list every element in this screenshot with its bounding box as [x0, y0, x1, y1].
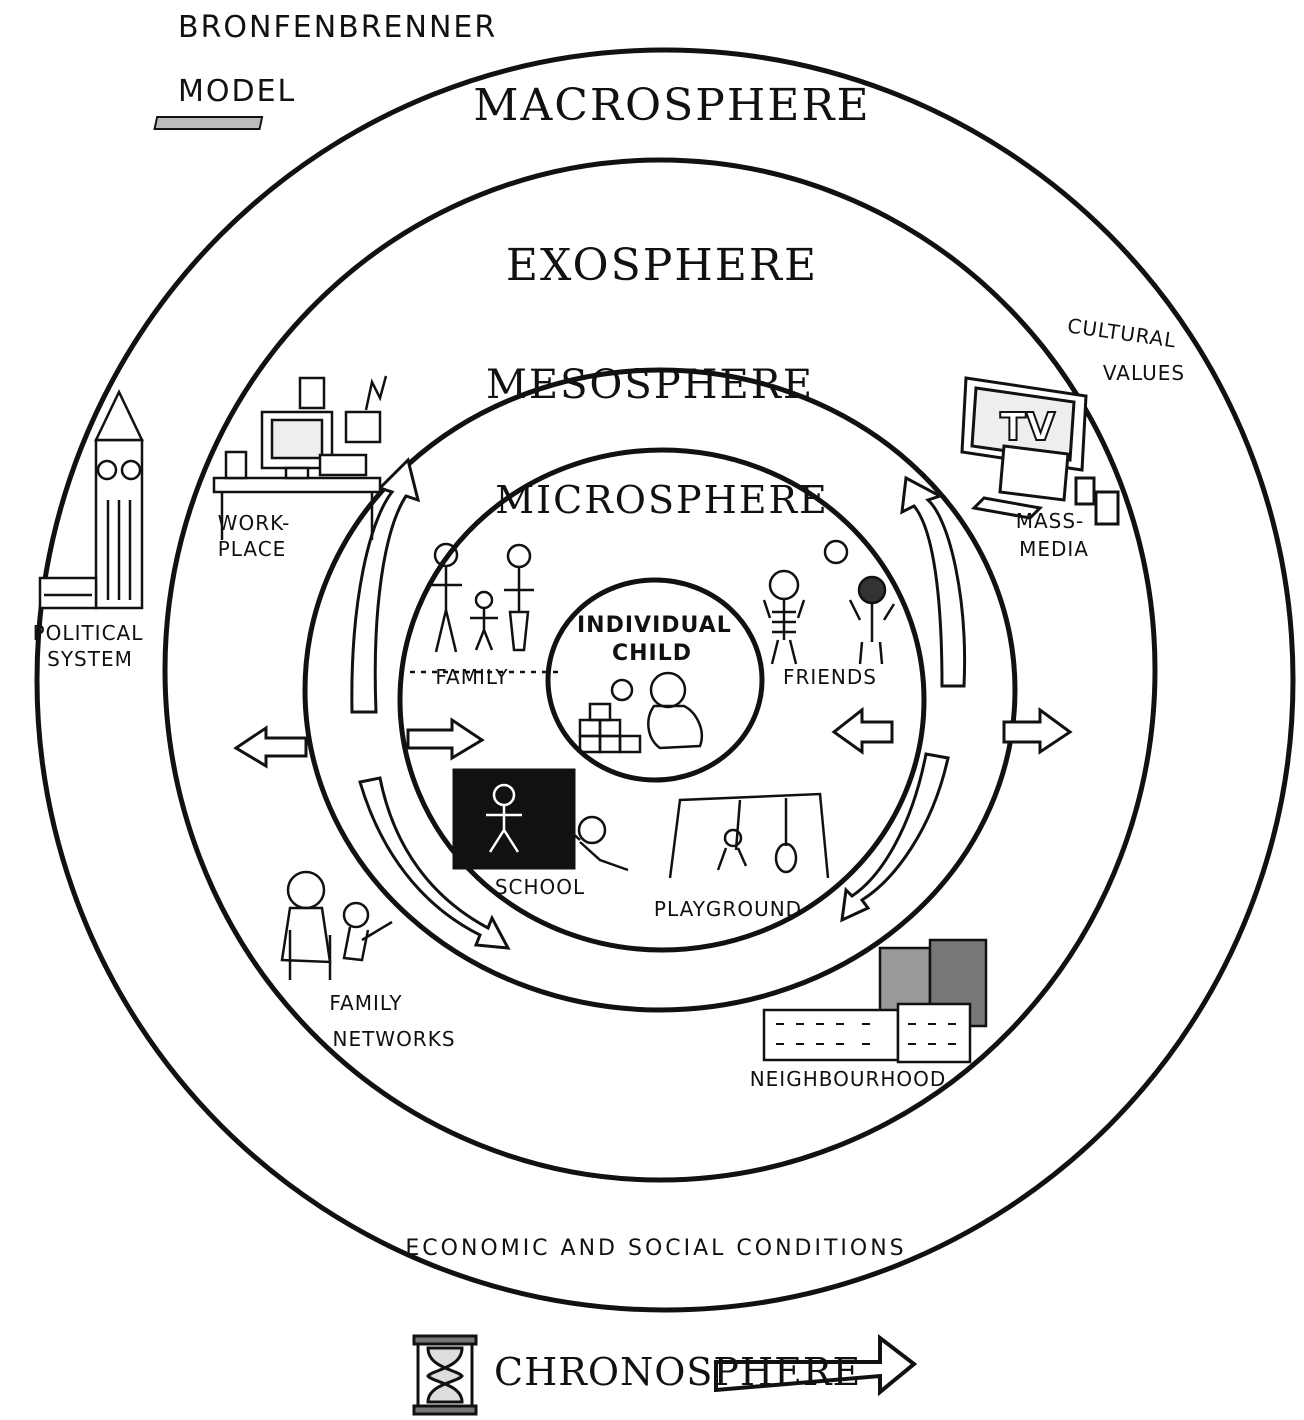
school-label: SCHOOL: [494, 875, 586, 899]
mesosphere-label: MESOSPHERE: [485, 362, 815, 408]
neighbourhood-label: NEIGHBOURHOOD: [749, 1067, 947, 1091]
chronosphere-label: CHRONOSPHERE: [494, 1350, 862, 1394]
cultural-values-label-line2: VALUES: [1102, 361, 1186, 385]
workplace-icon: [212, 375, 388, 540]
macrosphere-ring: [34, 47, 1296, 1313]
chronosphere-arrow: [714, 1333, 918, 1397]
tv-text: TV: [1000, 405, 1056, 449]
mass-media-label-line1: MASS-: [1015, 509, 1085, 533]
family-figures-icon: [410, 542, 560, 674]
arrow-left-outer: [233, 725, 308, 769]
friends-figures-icon: [762, 539, 896, 665]
political-system-label-line1: POLITICAL: [32, 621, 144, 645]
family-networks-label-line1: FAMILY: [329, 991, 403, 1015]
friends-label: FRIENDS: [783, 665, 877, 689]
family-networks-icon: [280, 870, 393, 980]
playground-label: PLAYGROUND: [653, 897, 803, 921]
exosphere-label: EXOSPHERE: [505, 240, 819, 291]
hourglass-icon: [412, 1334, 478, 1416]
playground-swing-icon: [668, 792, 830, 879]
individual-child-ring: [545, 577, 765, 783]
meso-arrow-bottom-right: [840, 752, 950, 923]
school-blackboard-icon: [452, 768, 629, 872]
family-label: FAMILY: [435, 665, 509, 689]
economic-social-conditions-label: ECONOMIC AND SOCIAL CONDITIONS: [405, 1236, 907, 1261]
meso-arrow-top-left: [350, 457, 421, 714]
microsphere-ring: [397, 447, 927, 953]
exosphere-ring: [162, 157, 1158, 1183]
meso-arrow-bottom-left: [358, 776, 511, 950]
child-figure-icon: [578, 671, 703, 754]
mass-media-label-line2: MEDIA: [1019, 537, 1089, 561]
microsphere-label: MICROSPHERE: [495, 478, 829, 522]
meso-arrow-top-right: [900, 475, 967, 688]
workplace-label-line2: PLACE: [217, 537, 287, 561]
individual-child-label: INDIVIDUAL CHILD: [577, 613, 732, 666]
political-system-label-line2: SYSTEM: [47, 647, 133, 671]
macrosphere-label: MACROSPHERE: [473, 80, 871, 131]
workplace-label-line1: WORK-: [217, 511, 291, 535]
tv-icon: TV: [960, 376, 1120, 526]
neighbourhood-buildings-icon: [762, 938, 988, 1064]
family-networks-label-line2: NETWORKS: [332, 1027, 456, 1051]
big-ben-icon: [38, 389, 144, 610]
arrow-right-outer: [1002, 707, 1073, 755]
diagram-title-line2: MODEL: [178, 74, 297, 109]
diagram-title-line1: BRONFENBRENNER: [178, 10, 498, 45]
arrow-right-inner-left: [406, 717, 485, 761]
mesosphere-ring: [302, 367, 1018, 1013]
arrow-left-inner-right: [831, 706, 894, 755]
title-underline: [153, 116, 264, 130]
